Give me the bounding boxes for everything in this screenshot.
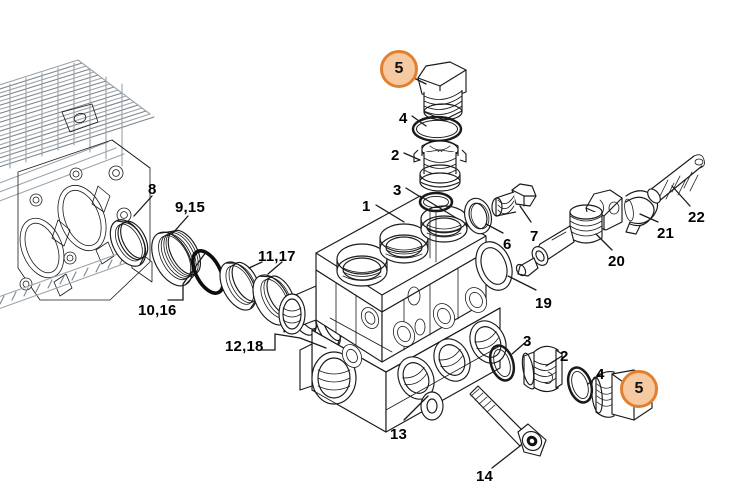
- part-20-valve-stem: [515, 189, 623, 277]
- part-10-16-o-ring: [191, 249, 225, 295]
- part-3-o-ring-bottom: [488, 344, 516, 382]
- highlight-badge-5-bottom[interactable]: 5: [620, 370, 658, 408]
- callout-7: 7: [530, 228, 539, 245]
- callout-1: 1: [362, 198, 371, 215]
- callout-21: 21: [657, 225, 675, 242]
- callout-11-17: 11,17: [258, 248, 296, 265]
- part-2-valve-insert-top: [413, 139, 467, 192]
- callout-10-16: 10,16: [138, 302, 177, 319]
- body-lower-left-port: [299, 343, 357, 405]
- callout-12-18: 12,18: [225, 338, 264, 355]
- callout-3-top: 3: [393, 182, 402, 199]
- callout-9-15: 9,15: [175, 199, 205, 216]
- callout-20: 20: [608, 253, 626, 270]
- part-13-washer: [420, 391, 444, 421]
- part-6-seal-ring: [463, 197, 493, 235]
- callout-22: 22: [688, 209, 706, 226]
- deck-port-1: [336, 243, 388, 287]
- part-9-15-bearing-ring: [151, 229, 202, 287]
- body-lower-right-ports: [397, 320, 507, 400]
- part-4-o-ring-bottom: [566, 366, 594, 404]
- finned-engine-block: [0, 59, 155, 309]
- callout-3-bottom: 3: [523, 333, 532, 350]
- callout-2-top: 2: [391, 147, 400, 164]
- callout-4-top: 4: [399, 110, 408, 127]
- callout-8: 8: [148, 181, 157, 198]
- part-14-socket-bolt: [469, 385, 547, 457]
- callout-6: 6: [503, 236, 512, 253]
- body-left-port: [278, 285, 317, 335]
- part-1-valve-body: [278, 195, 507, 433]
- part-4-o-ring-top: [411, 115, 463, 143]
- part-5-hex-plug-top: [417, 61, 467, 121]
- deck-port-2: [379, 223, 429, 264]
- part-19-o-ring: [475, 241, 513, 291]
- part-21-retaining-clip: [624, 190, 659, 235]
- callout-19: 19: [535, 295, 553, 312]
- callout-14: 14: [476, 468, 494, 485]
- part-7-plug: [491, 183, 537, 217]
- part-2-valve-insert-bottom: [521, 345, 563, 393]
- callout-2-bottom: 2: [560, 348, 569, 365]
- part-22-spring: [647, 154, 705, 204]
- callout-4-bottom: 4: [596, 366, 605, 383]
- leader-lines: [133, 77, 691, 469]
- callout-13: 13: [390, 426, 408, 443]
- highlight-badge-5-top[interactable]: 5: [380, 50, 418, 88]
